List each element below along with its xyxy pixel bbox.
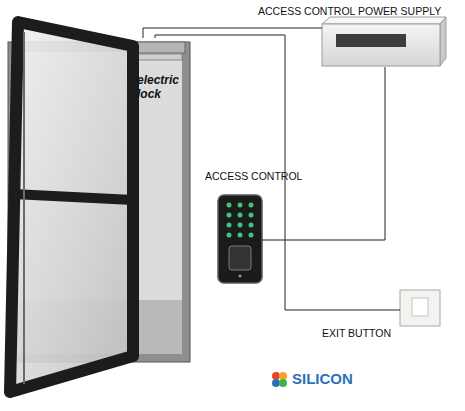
wire [305, 67, 385, 240]
status-led [239, 275, 242, 278]
door-glass [10, 22, 133, 392]
wire-connector [155, 35, 318, 310]
wire [255, 28, 400, 310]
electric-lock: electric lock [133, 38, 187, 100]
psu-top [322, 17, 446, 24]
keypad-reader [218, 195, 262, 283]
wire [143, 28, 255, 38]
wire-connector [305, 67, 385, 240]
psu-side [440, 17, 446, 66]
node-label: ACCESS CONTROL [205, 170, 305, 182]
power-supply: ACCESS CONTROL POWER SUPPLY [255, 3, 460, 67]
exit-button: EXIT BUTTON [318, 288, 443, 340]
logo-icon [272, 372, 287, 387]
door-leaf [10, 22, 133, 392]
node-label: electric lock [137, 74, 187, 102]
wire [155, 35, 318, 310]
access-control: ACCESS CONTROL [195, 168, 305, 286]
power-supply-box [322, 24, 440, 66]
node-label: ACCESS CONTROL POWER SUPPLY [258, 5, 460, 17]
node-label: EXIT BUTTON [322, 327, 443, 339]
lock-plate [136, 54, 182, 60]
exit-button-plate [400, 290, 440, 326]
lock-bar [133, 42, 185, 53]
door-edge [23, 32, 25, 384]
fingerprint-window [229, 246, 251, 270]
brand-logo: SILICON [292, 370, 353, 387]
door-rail [13, 194, 133, 200]
exit-button-key [412, 298, 428, 316]
wire-connector [143, 28, 255, 38]
psu-panel [336, 34, 406, 47]
keypad-keys [227, 203, 254, 238]
